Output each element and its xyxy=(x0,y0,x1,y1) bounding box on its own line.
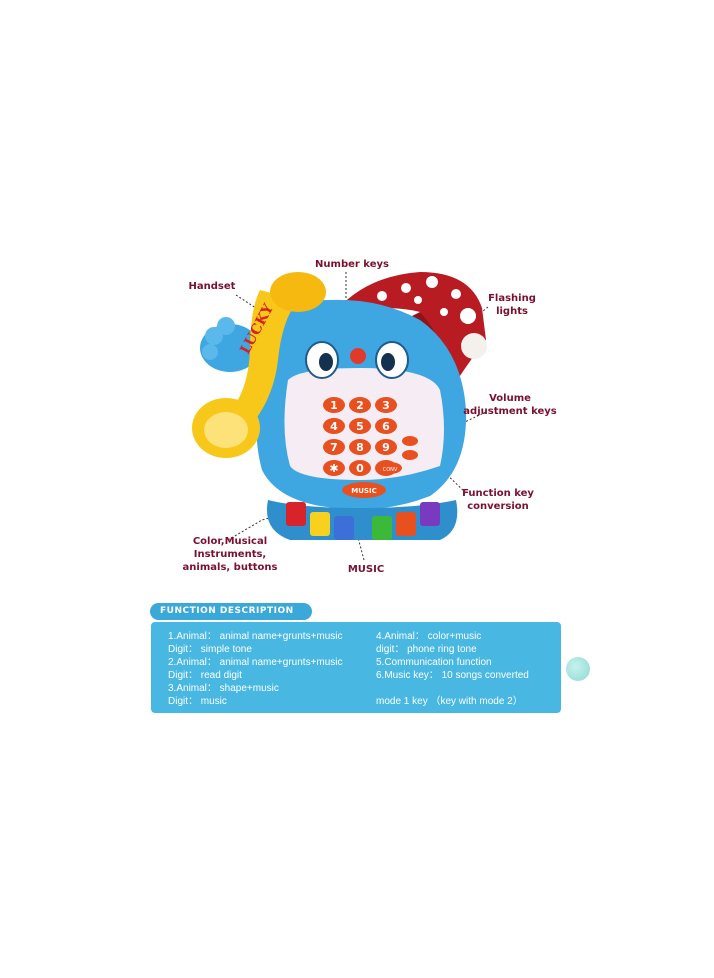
animal-button-orange[interactable] xyxy=(396,512,416,536)
description-line: 4.Animal： color+music xyxy=(376,631,482,642)
callout-volume-keys: Volume adjustment keys xyxy=(463,393,557,417)
keypad-key-label: 2 xyxy=(356,399,364,412)
description-line: Digit： read digit xyxy=(168,670,242,681)
keypad-key-0[interactable]: 0 xyxy=(349,460,371,476)
keypad-key-label: 8 xyxy=(356,441,364,454)
keypad-key-1[interactable]: 1 xyxy=(323,397,345,413)
function-description-title: FUNCTION DESCRIPTION xyxy=(150,603,312,620)
animal-button-green[interactable] xyxy=(372,516,392,540)
callout-handset: Handset xyxy=(188,281,236,292)
handset: LUCKY xyxy=(192,272,326,458)
keypad-key-5[interactable]: 5 xyxy=(349,418,371,434)
keypad-key-label: 6 xyxy=(382,420,390,433)
function-description-left: 1.Animal： animal name+grunts+music Digit… xyxy=(168,630,343,708)
keypad-key-6[interactable]: 6 xyxy=(375,418,397,434)
keypad-key-label: 9 xyxy=(382,441,390,454)
description-line: 2.Animal： animal name+grunts+music xyxy=(168,657,343,668)
keypad-key-✱[interactable]: ✱ xyxy=(323,460,345,476)
description-line xyxy=(376,682,529,695)
function-key-label: CONV xyxy=(383,467,398,473)
description-line: 6.Music key： 10 songs converted xyxy=(376,670,529,681)
keypad-key-label: 3 xyxy=(382,399,390,412)
description-line: Digit： music xyxy=(168,696,227,707)
music-key-label: MUSIC xyxy=(351,487,376,495)
function-description-right: 4.Animal： color+music digit： phone ring … xyxy=(376,630,529,708)
keypad-key-label: 4 xyxy=(330,420,338,433)
color-animal-buttons xyxy=(286,502,440,540)
callout-music: MUSIC xyxy=(347,564,385,575)
callout-color-buttons: Color,Musical Instruments, animals, butt… xyxy=(182,536,278,573)
keypad-key-9[interactable]: 9 xyxy=(375,439,397,455)
animal-button-purple[interactable] xyxy=(420,502,440,526)
keypad-key-7[interactable]: 7 xyxy=(323,439,345,455)
keypad-key-label: 7 xyxy=(330,441,338,454)
callout-flashing-lights: Flashing lights xyxy=(488,293,536,317)
keypad-key-8[interactable]: 8 xyxy=(349,439,371,455)
description-line: 5.Communication function xyxy=(376,657,492,668)
keypad-key-4[interactable]: 4 xyxy=(323,418,345,434)
animal-button-red[interactable] xyxy=(286,502,306,526)
description-line: mode 1 key （key with mode 2） xyxy=(376,696,523,707)
animal-button-blue[interactable] xyxy=(334,516,354,540)
keypad-key-label: 1 xyxy=(330,399,338,412)
music-key[interactable]: MUSIC xyxy=(342,482,386,498)
callout-function-key: Function key conversion xyxy=(462,488,534,512)
description-line: 1.Animal： animal name+grunts+music xyxy=(168,631,343,642)
animal-button-yellow[interactable] xyxy=(310,512,330,536)
callout-number-keys: Number keys xyxy=(315,259,389,270)
keypad-key-3[interactable]: 3 xyxy=(375,397,397,413)
function-description-panel xyxy=(151,622,561,713)
description-line: Digit： simple tone xyxy=(168,644,252,655)
description-line: digit： phone ring tone xyxy=(376,644,477,655)
decorative-dot xyxy=(566,657,590,681)
keypad-key-label: 0 xyxy=(356,462,364,475)
keypad-key-label: ✱ xyxy=(329,462,338,475)
description-line: 3.Animal： shape+music xyxy=(168,683,279,694)
keypad-key-2[interactable]: 2 xyxy=(349,397,371,413)
volume-keys[interactable] xyxy=(402,436,418,460)
function-key[interactable]: CONV xyxy=(378,462,402,474)
keypad-key-label: 5 xyxy=(356,420,364,433)
